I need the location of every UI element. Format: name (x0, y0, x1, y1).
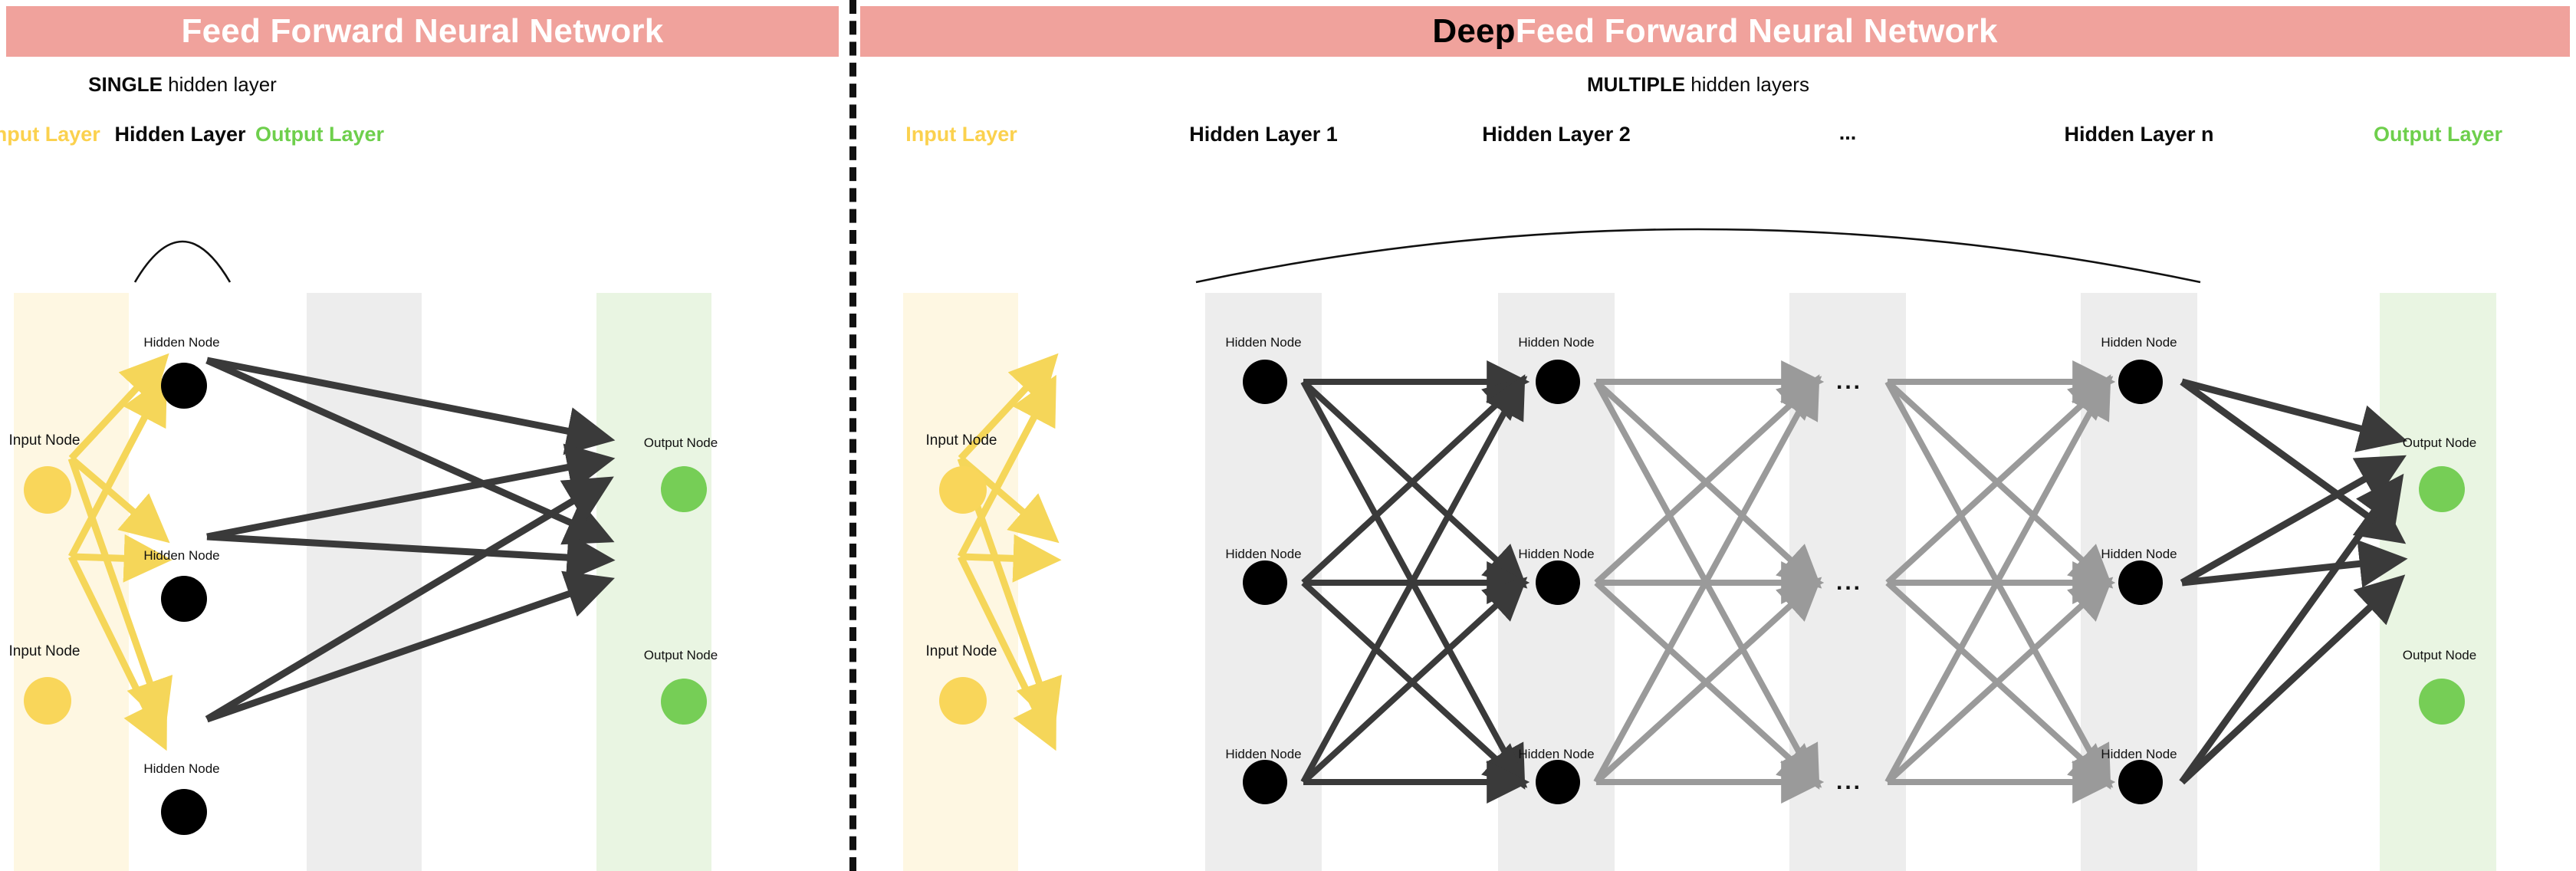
right-input-node-label-1: Input Node (925, 432, 997, 449)
right-panel-header: Deep Feed Forward Neural Network (860, 6, 2570, 57)
right-header-emphasis: Deep (1432, 12, 1516, 50)
left-header-title: Feed Forward Neural Network (181, 12, 664, 50)
left-output-node-label-2: Output Node (643, 648, 718, 662)
right-edges-hidden1-hidden2 (1300, 360, 1530, 804)
right-hn-node-1[interactable] (2118, 360, 2163, 404)
right-hidden-ellipsis-1: ... (1835, 369, 1863, 394)
left-output-layer-title: Output Layer (255, 123, 385, 146)
right-output-layer-title: Output Layer (2373, 123, 2503, 146)
left-input-layer-band (14, 293, 129, 871)
right-h2-node-2[interactable] (1536, 560, 1580, 605)
right-hn-node-2[interactable] (2118, 560, 2163, 605)
right-output-node-label-2: Output Node (2402, 648, 2477, 662)
right-h2-node-3[interactable] (1536, 760, 1580, 804)
left-hidden-node-1[interactable] (161, 363, 207, 409)
right-hidden-layer-2-title: Hidden Layer 2 (1482, 123, 1631, 146)
right-input-node-1[interactable] (939, 466, 987, 514)
right-h2-node-1[interactable] (1536, 360, 1580, 404)
right-h1-node-1[interactable] (1243, 360, 1287, 404)
right-hn-node-label-2: Hidden Node (2101, 547, 2177, 561)
left-output-node-2[interactable] (661, 679, 707, 725)
right-caption-bold: MULTIPLE (1587, 73, 1686, 96)
right-hidden-layer-ellipsis-title: ... (1838, 121, 1857, 144)
right-h1-node-2[interactable] (1243, 560, 1287, 605)
left-output-node-1[interactable] (661, 466, 707, 512)
left-input-node-1[interactable] (24, 466, 71, 514)
panel-divider (849, 0, 856, 871)
right-hn-node-3[interactable] (2118, 760, 2163, 804)
right-edges-ellipsis-hiddenn (1884, 360, 2116, 804)
right-hidden-layer-n-title: Hidden Layer n (2064, 123, 2214, 146)
right-hn-node-label-3: Hidden Node (2101, 747, 2177, 761)
right-h1-node-label-3: Hidden Node (1225, 747, 1302, 761)
left-hidden-layer-title: Hidden Layer (114, 123, 246, 146)
right-input-layer-band (903, 293, 1018, 871)
left-input-node-label-1: Input Node (8, 432, 80, 449)
right-hidden-ellipsis-2: ... (1835, 570, 1863, 595)
left-input-layer-title: Input Layer (0, 123, 100, 146)
right-h1-node-label-2: Hidden Node (1225, 547, 1302, 561)
right-h1-node-label-1: Hidden Node (1225, 335, 1302, 350)
left-input-node-label-2: Input Node (8, 643, 80, 659)
left-output-layer-band (596, 293, 711, 871)
right-h2-node-label-3: Hidden Node (1518, 747, 1595, 761)
right-input-node-label-2: Input Node (925, 643, 997, 659)
right-h2-node-label-2: Hidden Node (1518, 547, 1595, 561)
right-panel-caption: MULTIPLE hidden layers (1587, 73, 1809, 97)
left-caption-rest: hidden layer (162, 73, 277, 96)
left-panel-caption: SINGLE hidden layer (88, 73, 277, 97)
right-input-node-2[interactable] (939, 677, 987, 725)
right-edges-hiddenn-output (2179, 378, 2408, 785)
left-hidden-node-label-3: Hidden Node (143, 761, 220, 776)
right-caption-rest: hidden layers (1685, 73, 1809, 96)
right-h2-node-label-1: Hidden Node (1518, 335, 1595, 350)
left-input-node-2[interactable] (24, 677, 71, 725)
left-caption-bold: SINGLE (88, 73, 163, 96)
left-output-node-label-1: Output Node (643, 436, 718, 450)
left-bracket-curve (133, 240, 232, 283)
right-input-layer-title: Input Layer (905, 123, 1017, 146)
right-header-title: Feed Forward Neural Network (1515, 12, 1998, 50)
right-output-node-label-1: Output Node (2402, 436, 2477, 450)
left-hidden-layer-band (307, 293, 422, 871)
left-panel-header: Feed Forward Neural Network (6, 6, 839, 57)
right-bracket-curve (1195, 228, 2201, 284)
left-hidden-node-label-1: Hidden Node (143, 335, 220, 350)
left-hidden-node-3[interactable] (161, 789, 207, 835)
right-edges-hidden2-ellipsis (1593, 360, 1825, 804)
right-hn-node-label-1: Hidden Node (2101, 335, 2177, 350)
right-hidden-ellipsis-3: ... (1835, 769, 1863, 794)
right-h1-node-3[interactable] (1243, 760, 1287, 804)
right-output-layer-band (2380, 293, 2496, 871)
right-hidden-layer-1-title: Hidden Layer 1 (1189, 123, 1338, 146)
right-output-node-1[interactable] (2419, 466, 2465, 512)
right-output-node-2[interactable] (2419, 679, 2465, 725)
left-hidden-node-2[interactable] (161, 576, 207, 622)
left-hidden-node-label-2: Hidden Node (143, 548, 220, 563)
